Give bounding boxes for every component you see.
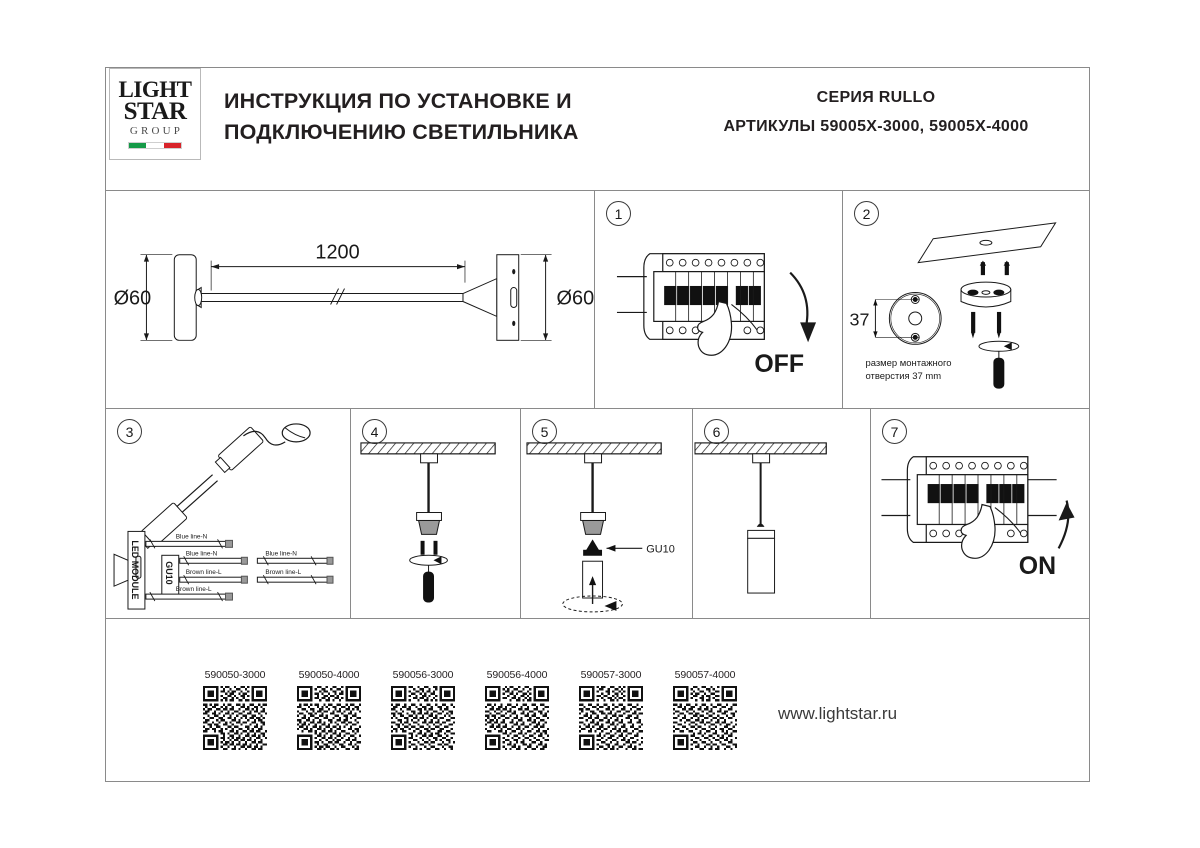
gu10-socket-label: GU10 <box>164 561 174 584</box>
diameter-right-label: Ø60 <box>557 287 594 309</box>
wire-label: Blue line-N <box>186 550 218 557</box>
mounting-note-line2: отверстия 37 mm <box>865 371 941 382</box>
website-url[interactable]: www.lightstar.ru <box>778 704 898 723</box>
wire-label: Blue line-N <box>265 550 297 557</box>
brand-logo: LIGHT STAR GROUP <box>109 68 201 160</box>
step-number-3: 3 <box>117 419 142 444</box>
qr-item[interactable]: 590057-4000 <box>670 669 740 750</box>
qr-item[interactable]: 590050-4000 <box>294 669 364 750</box>
qr-label: 590057-3000 <box>580 669 642 681</box>
steps-row-bottom: 3 <box>106 409 1089 619</box>
wire-label: Brown line-L <box>186 569 222 576</box>
logo-line-group: GROUP <box>129 125 184 138</box>
product-dimension-panel: Ø60 Ø60 1200 <box>106 191 595 408</box>
step-number-7: 7 <box>882 419 907 444</box>
diameter-left-label: Ø60 <box>114 287 152 309</box>
assembled-fixture-illustration <box>694 442 827 594</box>
qr-item[interactable]: 590056-3000 <box>388 669 458 750</box>
page-title: ИНСТРУКЦИЯ ПО УСТАНОВКЕ И ПОДКЛЮЧЕНИЮ СВ… <box>224 86 644 147</box>
breaker-off-illustration: OFF <box>616 253 817 378</box>
step-panel-2: 2 <box>843 191 1089 408</box>
base-mount-illustration: 37 размер монтажного отверстия 37 mm <box>850 222 1057 389</box>
qr-code-image[interactable] <box>485 686 549 750</box>
lamp-type-label: GU10 <box>646 543 675 555</box>
wire-label: Brown line-L <box>176 586 212 593</box>
italian-flag-icon <box>128 142 182 150</box>
mounting-note-line1: размер монтажного <box>865 358 951 369</box>
step-panel-1: 1 <box>595 191 843 408</box>
qr-label: 590050-4000 <box>298 669 360 681</box>
instruction-sheet: LIGHT STAR GROUP ИНСТРУКЦИЯ ПО УСТАНОВКЕ… <box>105 67 1090 782</box>
logo-line-star: STAR <box>123 98 187 126</box>
qr-code-image[interactable] <box>579 686 643 750</box>
step-panel-5: 5 <box>521 409 693 618</box>
breaker-on-illustration: ON <box>881 456 1075 580</box>
qr-code-image[interactable] <box>297 686 361 750</box>
qr-code-strip: 590050-3000 <box>200 669 740 750</box>
step-number-1: 1 <box>606 201 631 226</box>
qr-label: 590057-4000 <box>674 669 736 681</box>
logo-line-light: LIGHT <box>118 76 192 102</box>
qr-label: 590056-4000 <box>486 669 548 681</box>
step-panel-3: 3 <box>106 409 351 618</box>
length-label: 1200 <box>315 242 359 264</box>
qr-code-image[interactable] <box>203 686 267 750</box>
step-panel-7: 7 <box>871 409 1089 618</box>
step-panel-4: 4 <box>351 409 521 618</box>
qr-code-image[interactable] <box>391 686 455 750</box>
page-title-line2: ПОДКЛЮЧЕНИЮ СВЕТИЛЬНИКА <box>224 119 579 144</box>
wire-label: Brown line-L <box>265 569 301 576</box>
wiring-illustration: LED MODULE GU10 Blue line-N Blue line-N … <box>113 423 334 610</box>
articles-label: АРТИКУЛЫ 59005X-3000, 59005X-4000 <box>723 118 1029 135</box>
qr-item[interactable]: 590057-3000 <box>576 669 646 750</box>
step-1-caption: OFF <box>754 350 804 378</box>
product-dimension-drawing: Ø60 Ø60 1200 <box>114 242 594 341</box>
wire-label: Blue line-N <box>176 533 208 540</box>
tighten-canopy-illustration <box>360 442 496 603</box>
footer: 590050-3000 <box>106 646 1089 782</box>
mounting-dimension-label: 37 <box>850 309 870 329</box>
qr-code-image[interactable] <box>673 686 737 750</box>
qr-item[interactable]: 590056-4000 <box>482 669 552 750</box>
insert-lamp-illustration: GU10 <box>526 442 675 613</box>
qr-label: 590056-3000 <box>392 669 454 681</box>
series-label: СЕРИЯ RULLO <box>816 89 936 106</box>
qr-label: 590050-3000 <box>204 669 266 681</box>
step-panel-6: 6 <box>693 409 871 618</box>
qr-item[interactable]: 590050-3000 <box>200 669 270 750</box>
page-title-line1: ИНСТРУКЦИЯ ПО УСТАНОВКЕ И <box>224 89 572 113</box>
steps-grid: Ø60 Ø60 1200 1 <box>106 191 1089 646</box>
steps-row-top: Ø60 Ø60 1200 1 <box>106 191 1089 409</box>
led-module-label: LED MODULE <box>130 540 140 599</box>
step-number-2: 2 <box>854 201 879 226</box>
header: LIGHT STAR GROUP ИНСТРУКЦИЯ ПО УСТАНОВКЕ… <box>106 68 1089 191</box>
product-identity: СЕРИЯ RULLO АРТИКУЛЫ 59005X-3000, 59005X… <box>666 89 1086 136</box>
step-7-caption: ON <box>1019 552 1056 580</box>
